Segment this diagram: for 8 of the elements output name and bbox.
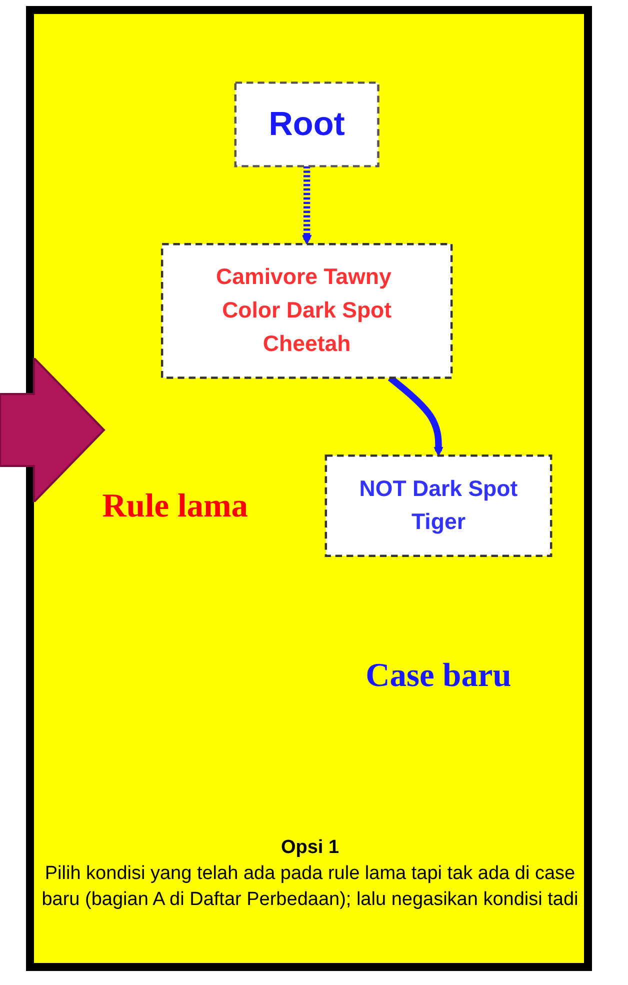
node-label: Rule lama [102,487,248,524]
arrow [302,166,312,245]
node-label: Case baru [366,657,512,694]
node-box: NOT Dark Spot Tiger [324,454,552,557]
node-box: Camivore Tawny Color Dark Spot Cheetah [160,243,453,379]
note-heading: Opsi 1 [280,836,340,860]
note-text: Pilih kondisi yang telah ada pada rule lama tapi tak ada di case baru (bagian A di Daftar Perbedaan); lalu negasikan kondisi tadi [40,862,580,912]
node-box: Root [234,82,380,168]
